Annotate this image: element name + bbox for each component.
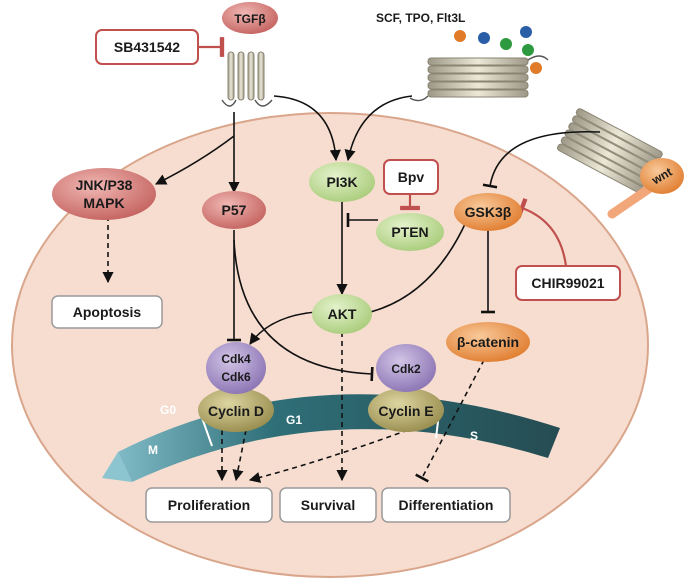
akt-label: AKT <box>328 306 357 322</box>
ligand-dot <box>522 44 534 56</box>
tgfb-ligand <box>222 2 278 34</box>
jnk-p38-mapk-node <box>52 168 156 220</box>
cyclin-d-node <box>198 388 274 432</box>
bpv-label: Bpv <box>398 169 425 185</box>
cycle-label-s: S <box>470 429 478 443</box>
ligand-dot <box>530 62 542 74</box>
beta-catenin-label: β-catenin <box>457 334 519 350</box>
jnk-p38-label: JNK/P38 <box>76 177 133 193</box>
ligand-dot <box>520 26 532 38</box>
ligand-dot <box>454 30 466 42</box>
gsk3b-label: GSK3β <box>465 204 512 220</box>
chir99021-label: CHIR99021 <box>531 275 604 291</box>
cdk6-label: Cdk6 <box>221 370 251 384</box>
beta-catenin-node <box>446 322 530 362</box>
p57-node <box>202 191 266 229</box>
cell-cycle-m-tip <box>102 452 132 482</box>
tgfb-receptor <box>221 51 273 107</box>
ligand-dot <box>478 32 490 44</box>
cyclin-e-node <box>368 388 444 432</box>
scf-receptor <box>409 55 549 102</box>
pten-node <box>376 213 444 251</box>
cycle-label-g1: G1 <box>286 413 302 427</box>
proliferation-box <box>145 487 273 523</box>
differentiation-label: Differentiation <box>399 497 494 513</box>
bpv-box <box>383 159 439 195</box>
mapk-label: MAPK <box>83 195 124 211</box>
apoptosis-label: Apoptosis <box>73 304 142 320</box>
gsk3b-node <box>454 193 522 231</box>
ligand-dot <box>500 38 512 50</box>
survival-label: Survival <box>301 497 355 513</box>
cdk2-node <box>376 344 436 392</box>
chir99021-box <box>515 265 621 301</box>
cdk4-label: Cdk4 <box>221 352 251 366</box>
wnt-receptor <box>557 108 663 194</box>
cycle-label-m: M <box>148 443 158 457</box>
cyclin-e-label: Cyclin E <box>378 403 433 419</box>
p57-label: P57 <box>222 202 247 218</box>
scf-tpo-flt3l-label: SCF, TPO, Flt3L <box>376 11 465 25</box>
survival-box <box>279 487 377 523</box>
akt-node <box>312 294 372 334</box>
cdk2-label: Cdk2 <box>391 362 421 376</box>
sb431542-label: SB431542 <box>114 39 180 55</box>
cdk4-cdk6-node <box>206 342 266 394</box>
tgfb-label: TGFβ <box>234 12 265 26</box>
apoptosis-box <box>51 295 163 329</box>
pi3k-node <box>309 162 375 202</box>
proliferation-label: Proliferation <box>168 497 250 513</box>
pi3k-label: PI3K <box>326 174 357 190</box>
wnt-ligand <box>640 158 684 194</box>
pten-label: PTEN <box>391 224 428 240</box>
differentiation-box <box>381 487 511 523</box>
cycle-label-g0: G0 <box>160 403 176 417</box>
wnt-stalk <box>607 183 655 219</box>
cyclin-d-label: Cyclin D <box>208 403 264 419</box>
